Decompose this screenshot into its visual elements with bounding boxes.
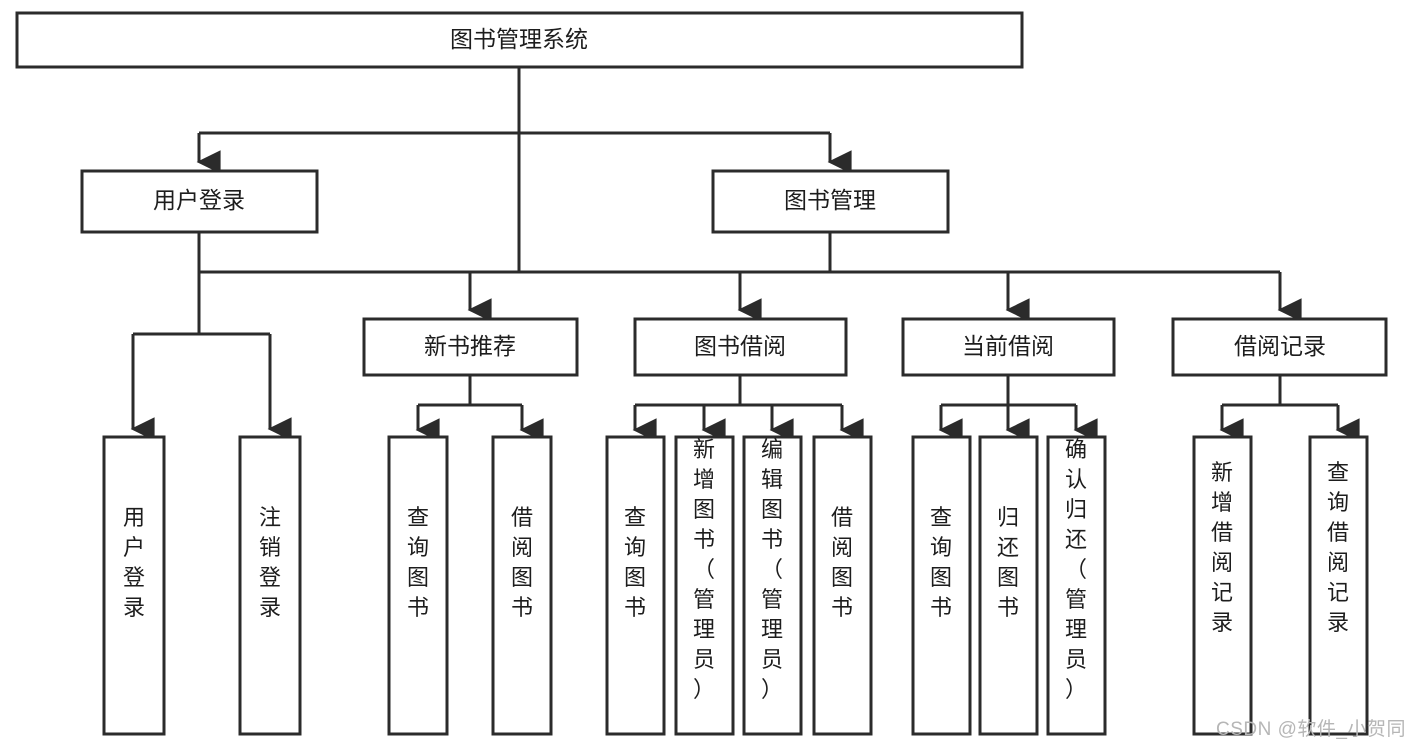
leaf-current-borrow-2-label: 确认归还（管理员） [1065,437,1087,702]
node-new-book-recommend[interactable]: 新书推荐 [362,317,579,377]
leaf-user-login-0-box[interactable] [102,435,166,736]
node-current-borrow-box[interactable] [901,317,1116,377]
leaf-current-borrow-1-box[interactable] [978,435,1039,736]
node-book-manage[interactable]: 图书管理 [711,169,950,234]
leaf-new-book-0-label: 查询图书 [407,505,429,620]
node-user-login-label: 用户登录 [153,187,245,213]
leaf-current-borrow-2[interactable]: 确认归还（管理员） [1046,435,1107,736]
leaf-book-borrow-2-label: 编辑图书（管理员） [761,437,783,702]
node-book-manage-label: 图书管理 [784,187,876,213]
node-book-borrow-box[interactable] [633,317,848,377]
leaf-current-borrow-1-label: 归还图书 [997,505,1019,620]
node-user-login-box[interactable] [80,169,319,234]
connector-userlogin-fanout [130,232,292,441]
leaf-borrow-record-0-label: 新增借阅记录 [1211,460,1233,635]
leaf-book-borrow-1-box[interactable] [674,435,735,736]
leaf-borrow-record-1[interactable]: 查询借阅记录 [1308,435,1369,736]
connector-currentborrow-fanout [938,375,1098,442]
node-borrow-record-box[interactable] [1171,317,1388,377]
node-borrow-record-label: 借阅记录 [1234,333,1326,359]
leaf-book-borrow-1-label: 新增图书（管理员） [693,437,715,702]
node-user-login[interactable]: 用户登录 [80,169,319,234]
node-borrow-record[interactable]: 借阅记录 [1171,317,1388,377]
node-current-borrow[interactable]: 当前借阅 [901,317,1116,377]
leaf-new-book-1-box[interactable] [491,435,553,736]
node-book-manage-box[interactable] [711,169,950,234]
leaf-current-borrow-1[interactable]: 归还图书 [978,435,1039,736]
leaf-new-book-0[interactable]: 查询图书 [387,435,449,736]
leaf-current-borrow-0-box[interactable] [911,435,972,736]
leaf-book-borrow-3-label: 借阅图书 [831,505,853,620]
leaf-borrow-record-1-box[interactable] [1308,435,1369,736]
leaf-user-login-1[interactable]: 注销登录 [238,435,302,736]
node-current-borrow-label: 当前借阅 [962,333,1054,359]
connector-bookmanage-fanout [467,232,1302,322]
leaf-new-book-1-label: 借阅图书 [511,505,533,620]
node-root-label: 图书管理系统 [450,26,588,52]
leaf-book-borrow-2-box[interactable] [742,435,803,736]
leaf-borrow-record-1-label: 查询借阅记录 [1327,460,1349,635]
leaf-user-login-0[interactable]: 用户登录 [102,435,166,736]
leaf-book-borrow-0[interactable]: 查询图书 [605,435,666,736]
leaf-book-borrow-3-box[interactable] [812,435,873,736]
leaf-user-login-1-label: 注销登录 [259,505,281,620]
leaf-book-borrow-0-box[interactable] [605,435,666,736]
node-root[interactable]: 图书管理系统 [15,11,1024,69]
connector-newbook-fanout [415,375,544,442]
leaf-book-borrow-3[interactable]: 借阅图书 [812,435,873,736]
node-new-book-recommend-box[interactable] [362,317,579,377]
leaf-book-borrow-0-label: 查询图书 [624,505,646,620]
leaf-user-login-1-box[interactable] [238,435,302,736]
leaf-book-borrow-1[interactable]: 新增图书（管理员） [674,435,735,736]
leaf-book-borrow-2[interactable]: 编辑图书（管理员） [742,435,803,736]
node-book-borrow[interactable]: 图书借阅 [633,317,848,377]
connector-bookborrow-fanout [632,375,864,442]
csdn-watermark: CSDN @软件_小贺同学 [1216,718,1405,740]
leaf-current-borrow-0[interactable]: 查询图书 [911,435,972,736]
node-root-box[interactable] [15,11,1024,69]
leaf-user-login-0-label: 用户登录 [123,505,145,620]
node-book-borrow-label: 图书借阅 [694,333,786,359]
leaf-new-book-0-box[interactable] [387,435,449,736]
connector-borrowrecord-fanout [1219,375,1360,442]
leaf-current-borrow-0-label: 查询图书 [930,505,952,620]
leaf-borrow-record-0-box[interactable] [1192,435,1253,736]
leaf-borrow-record-0[interactable]: 新增借阅记录 [1192,435,1253,736]
connector-root-fanout [196,67,852,174]
node-new-book-recommend-label: 新书推荐 [424,333,516,359]
leaf-new-book-1[interactable]: 借阅图书 [491,435,553,736]
leaf-current-borrow-2-box[interactable] [1046,435,1107,736]
